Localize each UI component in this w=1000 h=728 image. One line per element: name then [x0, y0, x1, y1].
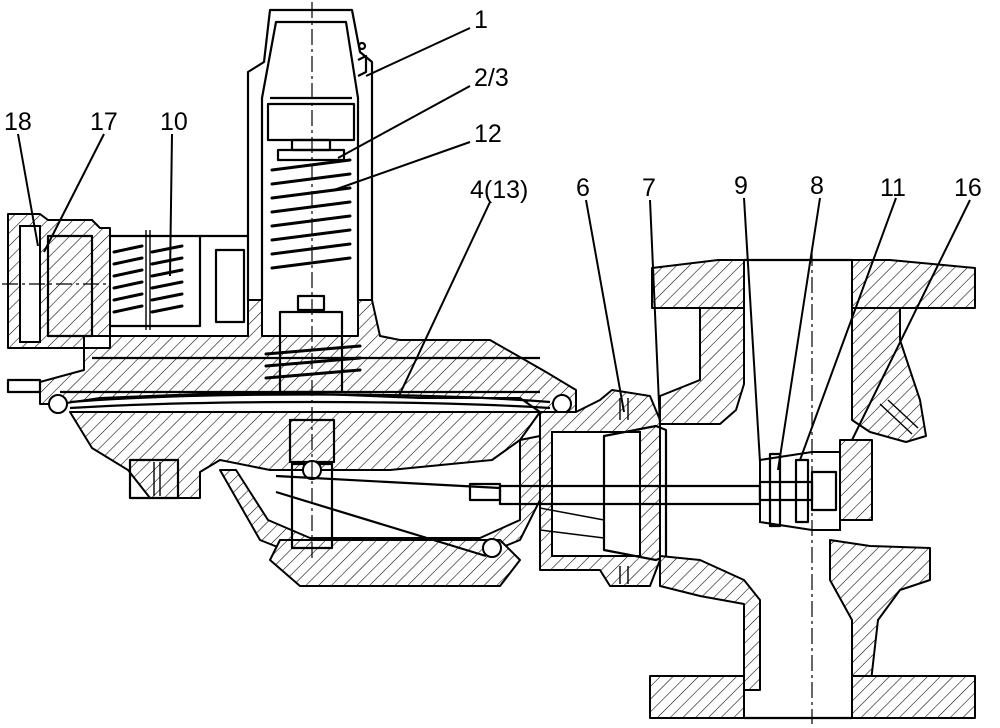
- leader-17: [43, 133, 105, 253]
- valve-stem: [275, 2, 502, 560]
- leader-12: [333, 141, 471, 191]
- part-labels: 1 2/3 12 4(13) 6 7 9 8 11 16 18 17 10: [4, 6, 982, 204]
- leader-9: [743, 197, 761, 463]
- leader-7: [649, 199, 661, 427]
- leader-18: [17, 133, 39, 247]
- leader-10: [169, 133, 173, 277]
- orifice-connector: [498, 389, 762, 587]
- label-2-3: 2/3: [474, 64, 509, 92]
- label-16: 16: [954, 174, 982, 202]
- relief-valve-housing: [2, 213, 248, 349]
- valve-body: [649, 250, 976, 724]
- leader-6: [585, 199, 625, 413]
- diaphragm-case-upper: [6, 299, 577, 414]
- leader-lines: [17, 27, 971, 471]
- label-6: 6: [576, 174, 590, 202]
- label-1: 1: [474, 6, 488, 34]
- leader-4-13: [397, 201, 491, 399]
- diaphragm: [69, 294, 551, 410]
- diaphragm-case-lower: [69, 411, 541, 587]
- label-4-13: 4(13): [470, 176, 528, 204]
- label-12: 12: [474, 120, 502, 148]
- leader-1: [365, 27, 471, 77]
- leader-8: [777, 197, 821, 471]
- leader-11: [799, 197, 897, 461]
- label-9: 9: [734, 172, 748, 200]
- leader-16: [851, 199, 971, 441]
- label-10: 10: [160, 108, 188, 136]
- label-11: 11: [880, 174, 906, 202]
- label-7: 7: [642, 174, 656, 202]
- leader-2-3: [337, 85, 471, 159]
- main-spring: [270, 138, 352, 270]
- spring-bonnet: [246, 8, 374, 300]
- label-18: 18: [4, 108, 32, 136]
- label-17: 17: [90, 108, 118, 136]
- label-8: 8: [810, 172, 824, 200]
